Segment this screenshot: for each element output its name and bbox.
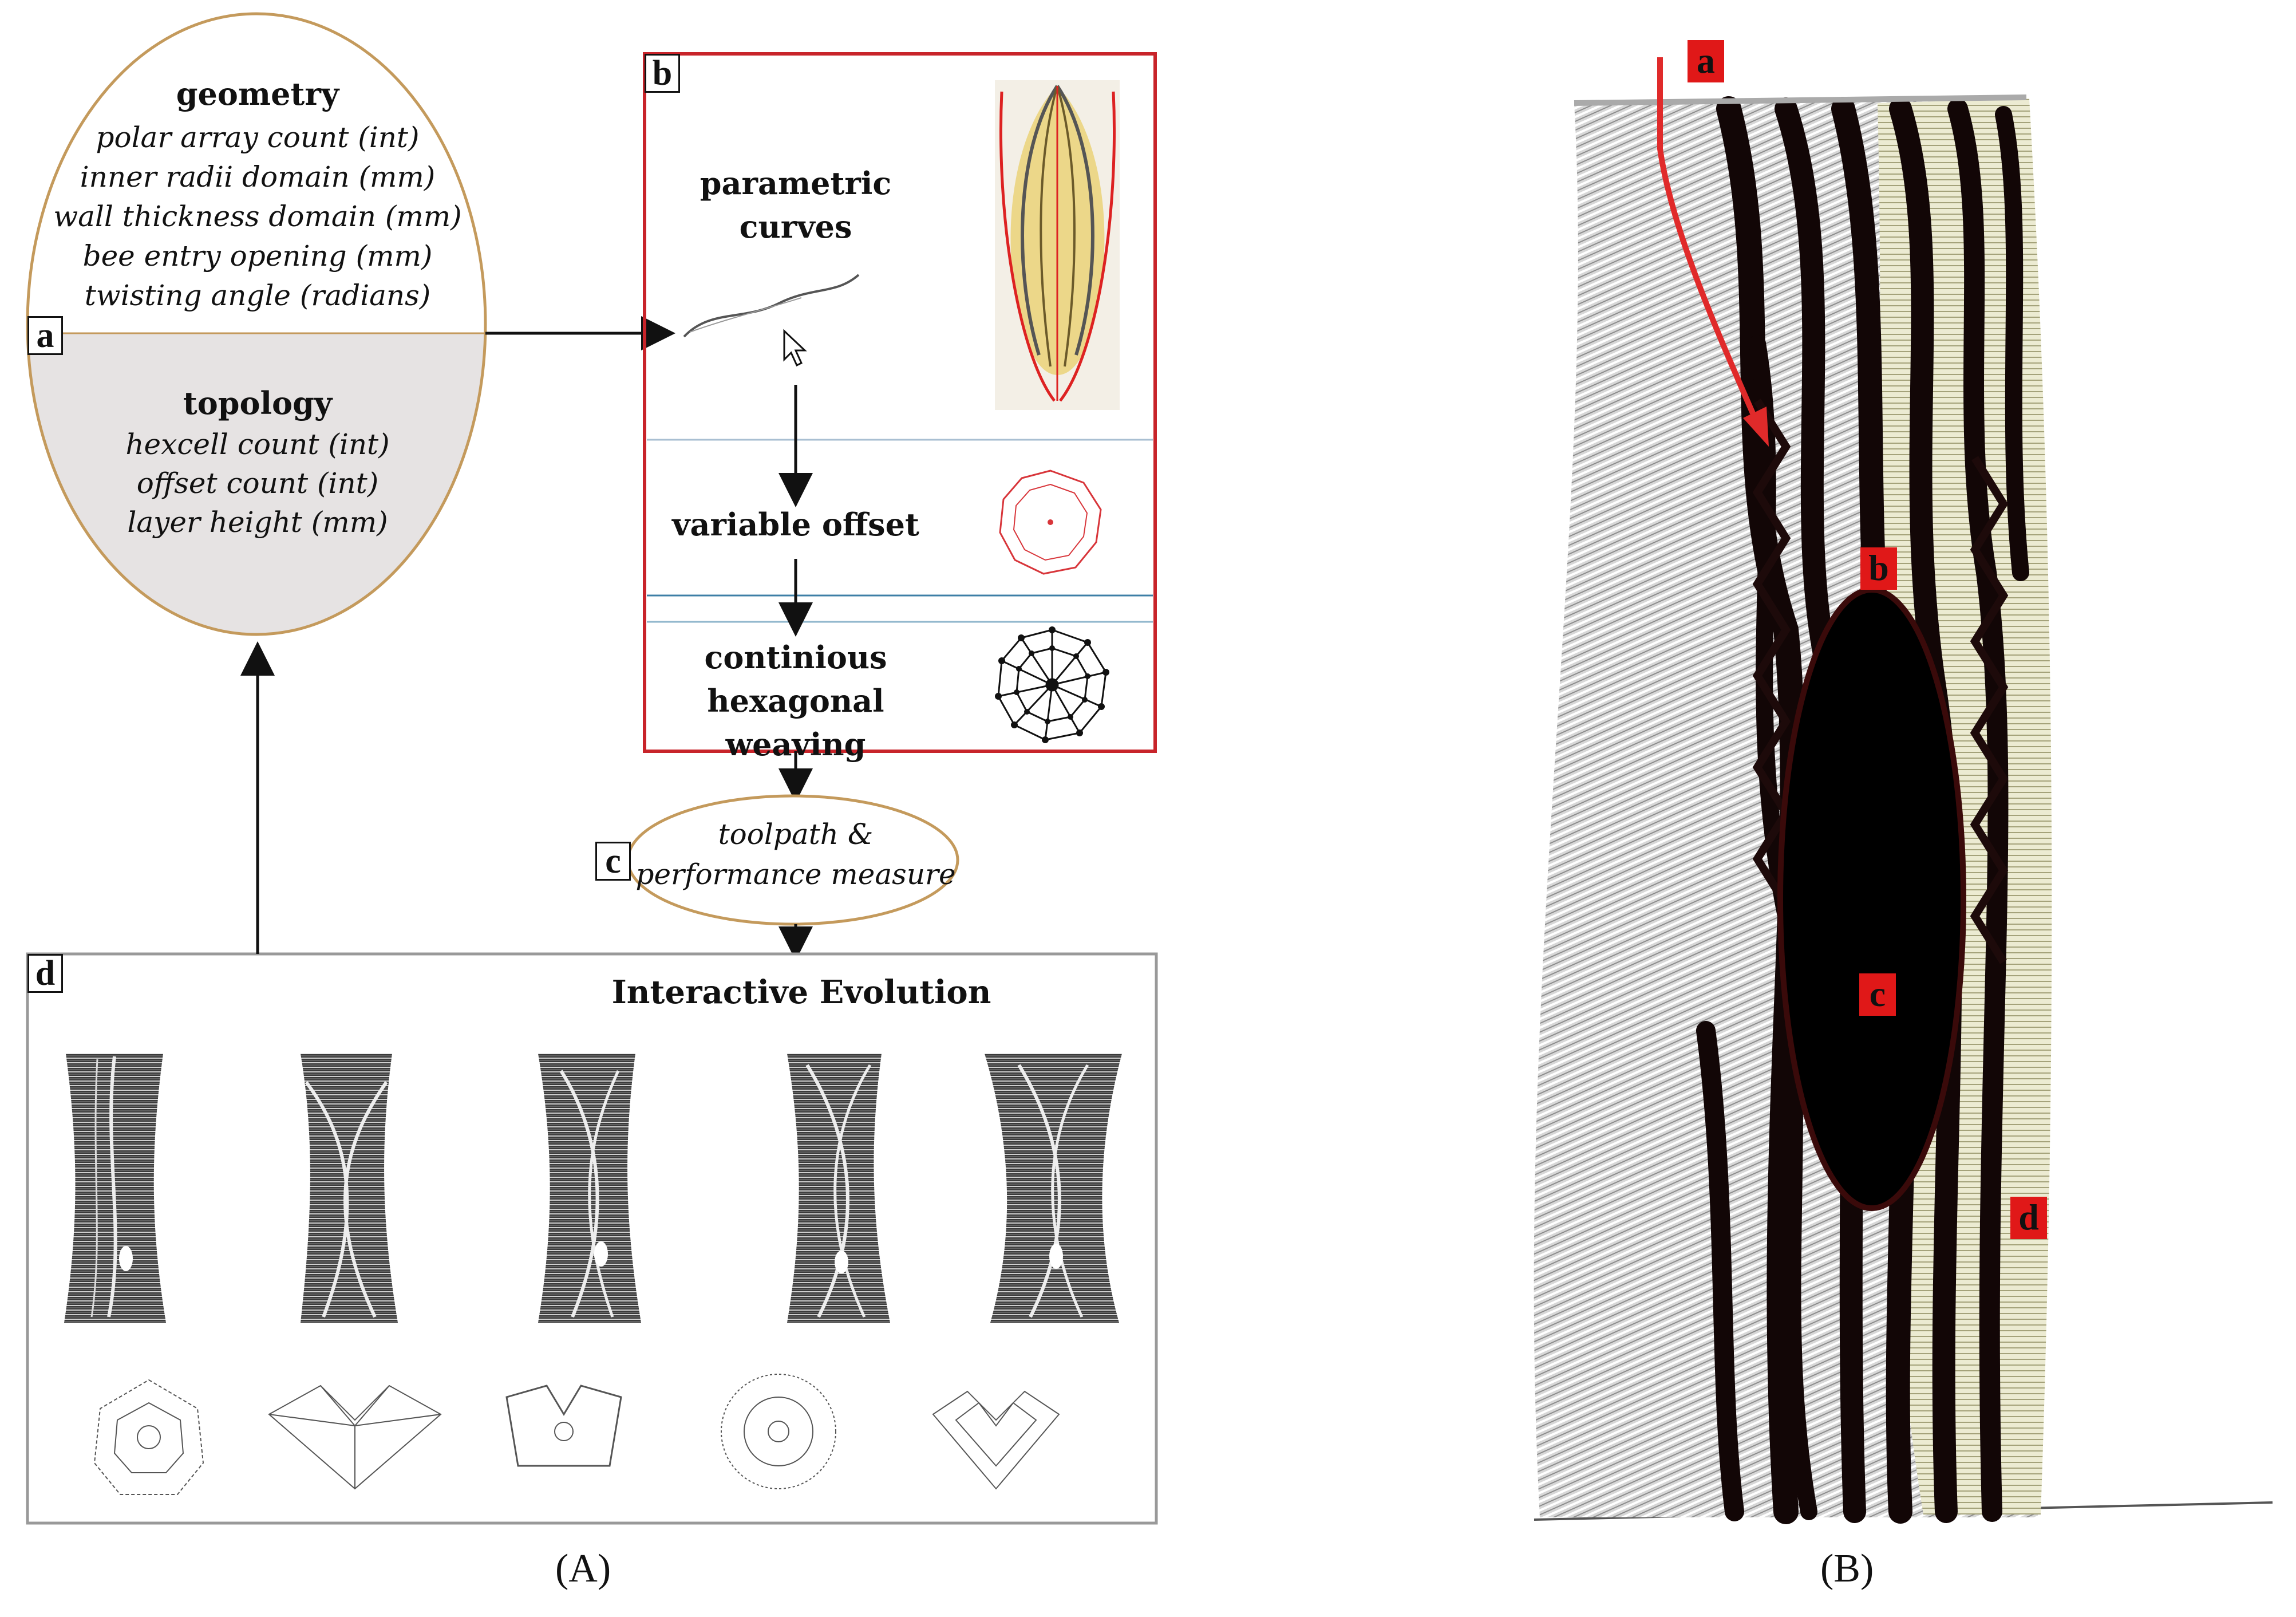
red-path-arrow xyxy=(1657,57,1760,425)
geometry-title: geometry xyxy=(176,76,339,112)
topology-title: topology xyxy=(183,385,333,421)
step3-line2: hexagonal weaving xyxy=(707,683,884,763)
offset-polygon-icon xyxy=(999,470,1102,575)
param-wall-thickness: wall thickness domain (mm) xyxy=(53,200,462,233)
plan-view-5 xyxy=(932,1390,1060,1490)
toolpath-line1: toolpath & xyxy=(718,818,874,851)
bee-entry-opening xyxy=(1777,587,1966,1211)
geometry-params: polar array count (int) inner radii doma… xyxy=(46,118,469,315)
plan-view-4 xyxy=(721,1374,836,1489)
param-hexcell-count: hexcell count (int) xyxy=(125,428,390,461)
step3-line1: continious xyxy=(704,639,887,676)
param-offset-count: offset count (int) xyxy=(136,467,379,500)
plan-view-1 xyxy=(93,1379,204,1495)
render-tag-a: a xyxy=(1688,40,1724,82)
param-inner-radii: inner radii domain (mm) xyxy=(80,160,436,194)
evolution-thumbnails xyxy=(64,1054,1122,1495)
panel-d-label: d xyxy=(27,954,63,993)
vase-render xyxy=(1534,57,2273,1524)
plan-view-3 xyxy=(505,1385,622,1467)
render-tag-c: c xyxy=(1859,973,1896,1016)
panel-b-label: b xyxy=(645,54,680,93)
interactive-evolution-title: Interactive Evolution xyxy=(611,973,991,1011)
panel-a-label: a xyxy=(27,316,63,355)
topology-params: hexcell count (int) offset count (int) l… xyxy=(57,425,458,542)
step-hexagonal-weaving: continious hexagonal weaving xyxy=(641,636,950,766)
param-bee-entry: bee entry opening (mm) xyxy=(82,239,433,273)
param-layer-height: layer height (mm) xyxy=(127,506,388,539)
panel-c-label: c xyxy=(595,842,631,881)
render-tag-b: b xyxy=(1860,547,1897,590)
render-tag-d: d xyxy=(2010,1197,2047,1239)
step-variable-offset: variable offset xyxy=(672,506,919,543)
hexagonal-weaving-icon xyxy=(995,626,1109,743)
evolution-vase-1 xyxy=(64,1054,166,1323)
evolution-vase-4 xyxy=(787,1054,890,1323)
parametric-curve-sketch xyxy=(683,274,860,338)
cursor-icon xyxy=(783,329,807,367)
curve-render-thumbnail xyxy=(995,80,1120,410)
panel-b-frame xyxy=(643,52,1157,753)
caption-a: (A) xyxy=(555,1547,611,1591)
param-polar-array: polar array count (int) xyxy=(96,121,420,154)
evolution-vase-3 xyxy=(538,1054,641,1323)
param-twisting-angle: twisting angle (radians) xyxy=(84,279,431,312)
plan-view-2 xyxy=(268,1385,442,1490)
evolution-vase-2 xyxy=(301,1054,398,1323)
toolpath-text: toolpath & performance measure xyxy=(635,814,956,894)
evolution-vase-5 xyxy=(985,1054,1122,1323)
caption-b: (B) xyxy=(1820,1547,1874,1591)
toolpath-line2: performance measure xyxy=(635,858,956,891)
